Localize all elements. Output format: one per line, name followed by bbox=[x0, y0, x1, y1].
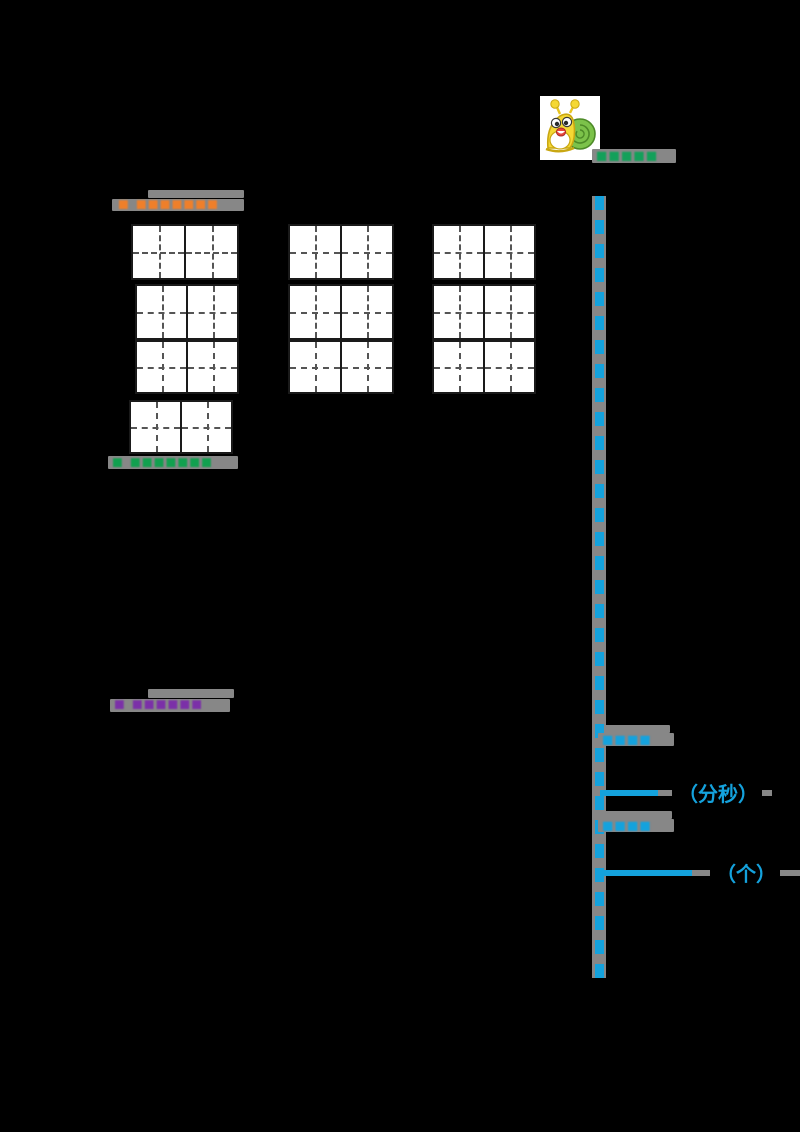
writing-grid-cell[interactable] bbox=[483, 286, 534, 338]
timeline-label-1: ■■■■ bbox=[598, 725, 674, 754]
timeline-dashed-line bbox=[595, 196, 604, 978]
writing-grid-cell[interactable] bbox=[290, 226, 340, 278]
writing-grid-cell[interactable] bbox=[434, 286, 483, 338]
writing-grid-cell[interactable] bbox=[186, 286, 237, 338]
timeline-unit-4: （个） bbox=[716, 864, 776, 886]
writing-grid-block[interactable] bbox=[432, 224, 536, 280]
writing-grid-block[interactable] bbox=[131, 224, 239, 280]
section-heading-green: ■ ■■■■■■■ bbox=[108, 452, 238, 476]
timeline-label-2: （分秒） bbox=[600, 778, 772, 807]
writing-grid-block[interactable] bbox=[135, 284, 239, 340]
section-heading-orange: ■ ■■■■■■■ bbox=[112, 190, 244, 218]
timeline-label-4: （个） bbox=[600, 858, 800, 887]
writing-grid-block[interactable] bbox=[288, 224, 394, 280]
timeline-label-3: ■■■■ bbox=[598, 811, 674, 840]
writing-grid-cell[interactable] bbox=[184, 226, 237, 278]
writing-grid-cell[interactable] bbox=[290, 342, 340, 392]
mascot-caption: ■■■■■ bbox=[592, 146, 676, 168]
timeline-rule-4-smudge bbox=[692, 869, 710, 876]
writing-grid-cell[interactable] bbox=[340, 226, 392, 278]
section-heading-purple: ■ ■■■■■■ bbox=[110, 689, 234, 718]
writing-grid-area bbox=[0, 0, 800, 460]
timeline-track bbox=[592, 196, 606, 978]
writing-grid-cell[interactable] bbox=[290, 286, 340, 338]
writing-grid-cell[interactable] bbox=[483, 226, 534, 278]
timeline-unit-2-tail bbox=[762, 789, 772, 796]
writing-grid-cell[interactable] bbox=[186, 342, 237, 392]
writing-grid-cell[interactable] bbox=[434, 342, 483, 392]
timeline-rule-2-smudge bbox=[658, 789, 672, 796]
timeline-rule-2 bbox=[600, 789, 658, 796]
writing-grid-cell[interactable] bbox=[133, 226, 184, 278]
snail-mascot-icon bbox=[540, 96, 600, 160]
writing-grid-cell[interactable] bbox=[483, 342, 534, 392]
writing-grid-block[interactable] bbox=[135, 340, 239, 394]
mascot-image bbox=[540, 96, 600, 160]
writing-grid-block[interactable] bbox=[432, 340, 536, 394]
timeline-unit-2: （分秒） bbox=[678, 784, 758, 806]
writing-grid-cell[interactable] bbox=[131, 402, 180, 452]
writing-grid-cell[interactable] bbox=[137, 286, 186, 338]
writing-grid-block[interactable] bbox=[288, 284, 394, 340]
writing-grid-block[interactable] bbox=[432, 284, 536, 340]
writing-grid-block[interactable] bbox=[288, 340, 394, 394]
writing-grid-cell[interactable] bbox=[340, 286, 392, 338]
timeline-rule-4 bbox=[600, 869, 692, 876]
writing-grid-cell[interactable] bbox=[434, 226, 483, 278]
timeline-unit-4-tail bbox=[780, 869, 800, 876]
writing-grid-cell[interactable] bbox=[180, 402, 231, 452]
writing-grid-cell[interactable] bbox=[137, 342, 186, 392]
writing-grid-cell[interactable] bbox=[340, 342, 392, 392]
writing-grid-block[interactable] bbox=[129, 400, 233, 454]
